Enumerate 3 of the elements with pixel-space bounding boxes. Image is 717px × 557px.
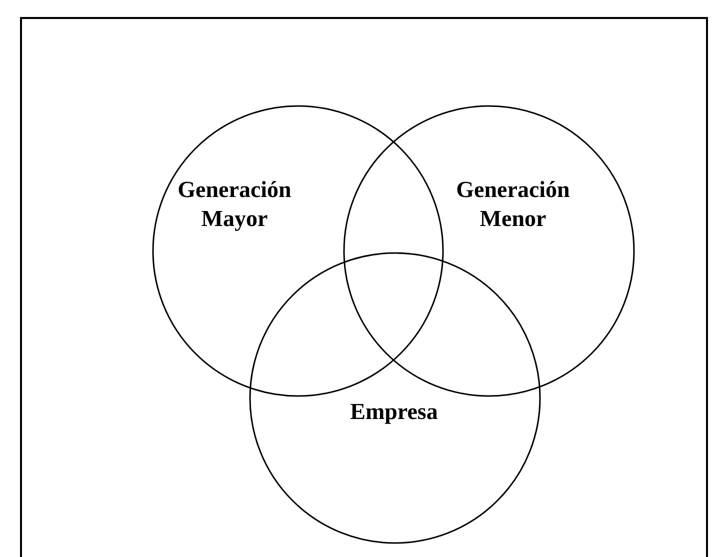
set-label: Generación Mayor [176,176,292,233]
set-label: Empresa [349,398,439,426]
set-label: Generación Menor [455,176,571,233]
